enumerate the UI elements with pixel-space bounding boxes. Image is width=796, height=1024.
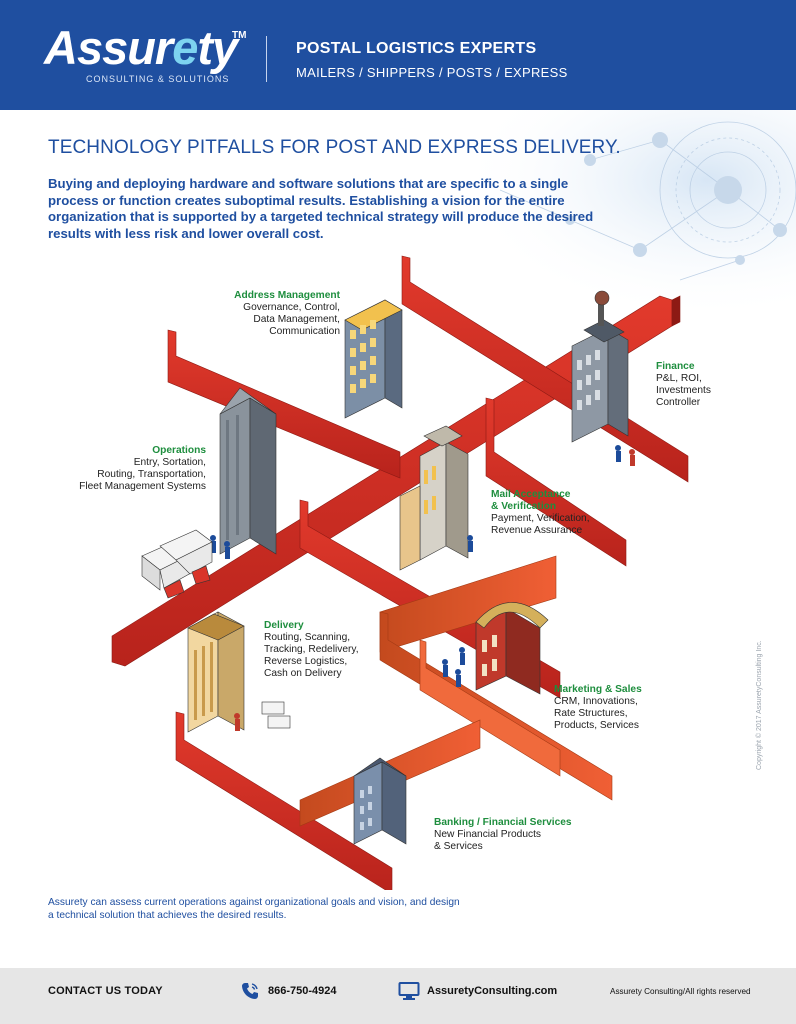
callout-desc-line: Reverse Logistics, <box>264 656 348 667</box>
trademark-mark: TM <box>232 30 247 41</box>
callout-title: Marketing & Sales <box>554 684 642 695</box>
marketing-building <box>442 602 549 695</box>
operations-building <box>210 387 277 559</box>
callout-desc-line: Communication <box>269 326 340 337</box>
callout-desc-line: Routing, Scanning, <box>264 632 351 643</box>
copyright-notice: Copyright © 2017 AssuretyConsulting Inc. <box>756 640 763 770</box>
logo-tagline: CONSULTING & SOLUTIONS <box>86 74 230 84</box>
callout-desc-line: CRM, Innovations, <box>554 696 638 707</box>
callout-desc-line: Products, Services <box>554 720 639 731</box>
callout-desc-line: Investments <box>656 385 711 396</box>
callout-address-management: Address Management Governance, Control, … <box>200 290 340 338</box>
header-subtitle: MAILERS / SHIPPERS / POSTS / EXPRESS <box>296 65 568 80</box>
address-management-building <box>344 299 403 419</box>
page-title: TECHNOLOGY PITFALLS FOR POST AND EXPRESS… <box>48 137 621 158</box>
callout-banking: Banking / Financial Services New Financi… <box>434 817 604 853</box>
callout-desc-line: Cash on Delivery <box>264 668 342 679</box>
finance-building <box>571 290 635 466</box>
delivery-building <box>187 611 291 733</box>
callout-title: & Verification <box>491 501 557 512</box>
callout-finance: Finance P&L, ROI, Investments Controller <box>656 361 766 409</box>
rights-reserved: Assurety Consulting/All rights reserved <box>610 987 751 996</box>
callout-desc-line: Routing, Transportation, <box>97 469 206 480</box>
phone-number[interactable]: 866-750-4924 <box>268 985 337 997</box>
callout-desc-line: Fleet Management Systems <box>79 481 206 492</box>
callout-title: Mail Acceptance <box>491 489 571 500</box>
callout-desc-line: Controller <box>656 397 701 408</box>
network-background-graphic <box>440 110 796 310</box>
callout-desc-line: Rate Structures, <box>554 708 628 719</box>
header-title: POSTAL LOGISTICS EXPERTS <box>296 40 537 57</box>
closing-paragraph: Assurety can assess current operations a… <box>48 897 460 921</box>
callout-desc-line: Payment, Verification, <box>491 513 590 524</box>
callout-desc-line: P&L, ROI, <box>656 373 702 384</box>
assurety-logo[interactable]: Assurety TM CONSULTING & SOLUTIONS <box>44 21 246 84</box>
callout-desc-line: Revenue Assurance <box>491 525 583 536</box>
monitor-icon <box>398 982 420 1000</box>
callout-title: Operations <box>152 445 206 456</box>
callout-desc-line: & Services <box>434 841 483 852</box>
callout-desc-line: Tracking, Redelivery, <box>264 644 359 655</box>
callout-desc-line: New Financial Products <box>434 829 542 840</box>
banking-building <box>353 757 407 845</box>
callout-delivery: Delivery Routing, Scanning, Tracking, Re… <box>264 620 394 680</box>
callout-title: Address Management <box>234 290 340 301</box>
intro-paragraph: Buying and deploying hardware and softwa… <box>48 176 594 241</box>
delivery-trucks <box>141 529 213 599</box>
page-header: Assurety TM CONSULTING & SOLUTIONS POSTA… <box>0 0 796 110</box>
callout-title: Delivery <box>264 620 304 631</box>
phone-icon <box>242 983 258 999</box>
callout-desc-line: Entry, Sortation, <box>133 457 206 468</box>
callout-title: Finance <box>656 361 695 372</box>
website-link[interactable]: AssuretyConsulting.com <box>427 985 558 997</box>
silo-walls-illustration <box>111 255 689 890</box>
callout-desc-line: Governance, Control, <box>243 302 340 313</box>
callout-mail-acceptance: Mail Acceptance & Verification Payment, … <box>491 489 631 537</box>
logo-wordmark: Assurety <box>44 21 238 74</box>
callout-title: Banking / Financial Services <box>434 817 572 828</box>
page-footer: CONTACT US TODAY 866-750-4924 AssuretyCo… <box>0 968 796 1024</box>
mail-acceptance-building <box>399 425 473 571</box>
orange-wall-segments <box>299 555 613 827</box>
callout-desc-line: Data Management, <box>253 314 340 325</box>
contact-us-label: CONTACT US TODAY <box>48 985 163 997</box>
callout-operations: Operations Entry, Sortation, Routing, Tr… <box>48 445 206 493</box>
header-divider <box>266 36 267 82</box>
callout-marketing-sales: Marketing & Sales CRM, Innovations, Rate… <box>554 684 694 732</box>
